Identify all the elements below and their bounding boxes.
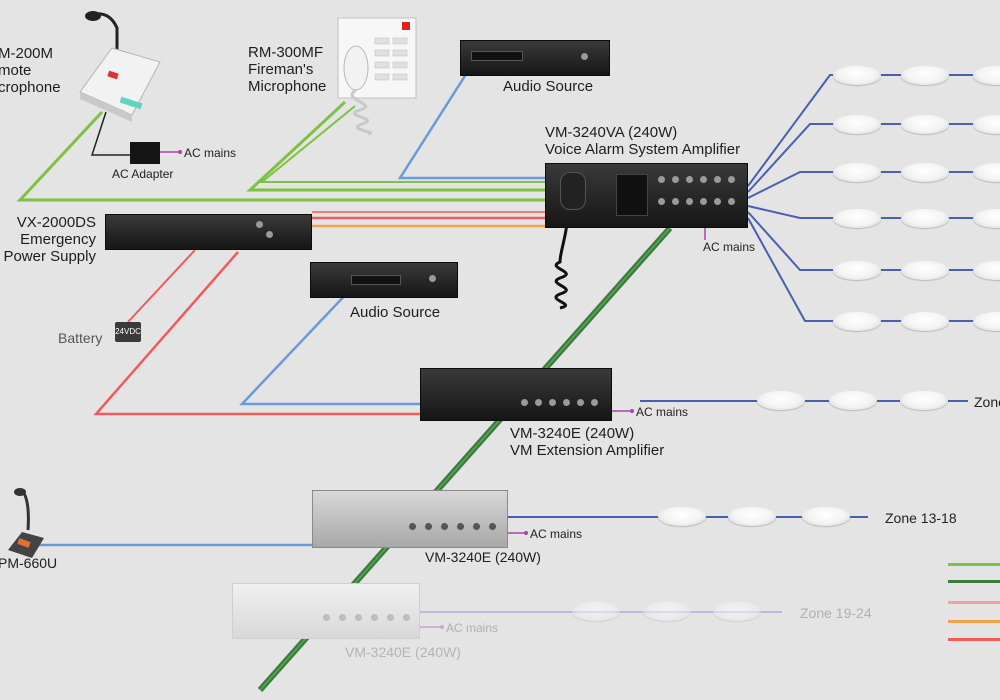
speaker-icon bbox=[901, 209, 949, 228]
psu-to-battery-line bbox=[127, 249, 196, 323]
speaker-icon bbox=[833, 209, 881, 228]
legend-pink-line bbox=[948, 601, 1000, 604]
speaker-icon bbox=[643, 602, 691, 621]
battery-label: Battery bbox=[58, 330, 103, 346]
speaker-icon bbox=[973, 312, 1000, 331]
speaker-icon bbox=[901, 66, 949, 85]
vx2000ds-power-supply bbox=[105, 214, 312, 250]
speaker-icon bbox=[829, 391, 877, 410]
speaker-icon bbox=[901, 115, 949, 134]
main-amp-speaker-fan bbox=[747, 74, 1000, 322]
vm3240e-extension-amplifier-1 bbox=[420, 368, 612, 421]
speaker-icon bbox=[833, 115, 881, 134]
speaker-icon bbox=[572, 602, 620, 621]
audio-source-top-line bbox=[397, 67, 545, 180]
vm3240e-extension-amplifier-2 bbox=[312, 490, 508, 548]
pm660u-label: PM-660U bbox=[0, 555, 58, 571]
main-amp-ac-mains-label: AC mains bbox=[703, 240, 756, 254]
legend-light-green-line bbox=[948, 563, 1000, 566]
audio-source-top-label: Audio Source bbox=[503, 78, 594, 95]
speaker-icon bbox=[833, 163, 881, 182]
vm3240va-main-amplifier bbox=[545, 163, 748, 228]
battery-icon: 24VDC bbox=[115, 322, 141, 342]
adapter-ac-mains-label: AC mains bbox=[184, 146, 237, 160]
zone-label-1: Zone bbox=[974, 394, 1000, 410]
vm3240e-2-label: VM-3240E (240W) bbox=[425, 549, 541, 565]
rm300mf-label: RM-300MF Fireman's Microphone bbox=[248, 44, 327, 95]
legend-orange-line bbox=[948, 620, 1000, 623]
main-amp-mic-cord bbox=[554, 204, 570, 310]
adapter-ac-dot bbox=[178, 150, 182, 154]
speaker-icon bbox=[833, 261, 881, 280]
adapter-cable bbox=[90, 111, 132, 156]
audio-source-mid-label: Audio Source bbox=[350, 304, 441, 321]
speaker-icon bbox=[973, 163, 1000, 182]
pm660u-microphone-icon bbox=[8, 488, 44, 558]
speaker-icon bbox=[833, 66, 881, 85]
speaker-icon bbox=[973, 115, 1000, 134]
vm3240va-label: VM-3240VA (240W) Voice Alarm System Ampl… bbox=[545, 124, 741, 158]
speaker-icon bbox=[658, 507, 706, 526]
vm3240e-1-label: VM-3240E (240W) VM Extension Amplifier bbox=[510, 425, 665, 459]
rm300mf-mic-line bbox=[246, 100, 545, 192]
audio-source-mid-line bbox=[239, 289, 420, 406]
ext3-ac-mains-label: AC mains bbox=[446, 621, 499, 635]
legend-red-line bbox=[948, 638, 1000, 641]
ext2-ac-dot bbox=[524, 531, 528, 535]
ac-adapter-label: AC Adapter bbox=[112, 167, 174, 181]
ext2-ac-mains-label: AC mains bbox=[530, 527, 583, 541]
rm200m-microphone-icon bbox=[79, 11, 161, 122]
ext3-ac-dot bbox=[440, 625, 444, 629]
rm300mf-microphone-icon bbox=[337, 17, 417, 136]
vm3240e-3-label: VM-3240E (240W) bbox=[345, 644, 461, 660]
ext1-ac-dot bbox=[630, 409, 634, 413]
legend-dark-green-line bbox=[948, 580, 1000, 583]
audio-source-top-unit bbox=[460, 40, 610, 76]
rm300mf-mic-line-2 bbox=[259, 105, 545, 183]
rm200m-mic-line bbox=[16, 110, 545, 202]
speaker-icon bbox=[973, 209, 1000, 228]
main-amp-microphone-icon bbox=[560, 172, 586, 210]
zone-label-3: Zone 19-24 bbox=[800, 605, 872, 621]
vx2000ds-label: VX-2000DS Emergency Power Supply bbox=[3, 214, 96, 265]
psu-to-ext-line bbox=[93, 251, 420, 416]
speaker-icon bbox=[901, 261, 949, 280]
vm3240e-extension-amplifier-3 bbox=[232, 583, 420, 639]
speaker-icon bbox=[713, 602, 761, 621]
zone-label-2: Zone 13-18 bbox=[885, 510, 957, 526]
speaker-icon bbox=[833, 312, 881, 331]
speaker-icon bbox=[728, 507, 776, 526]
rm200m-label: M-200M mote crophone bbox=[0, 45, 61, 96]
speaker-icon bbox=[900, 391, 948, 410]
speaker-icon bbox=[802, 507, 850, 526]
ac-adapter-icon bbox=[130, 142, 160, 164]
speaker-icon bbox=[901, 163, 949, 182]
speaker-icon bbox=[973, 261, 1000, 280]
speaker-icon bbox=[757, 391, 805, 410]
audio-source-mid-unit bbox=[310, 262, 458, 298]
ext1-ac-mains-label: AC mains bbox=[636, 405, 689, 419]
speaker-icon bbox=[901, 312, 949, 331]
speaker-icon bbox=[973, 66, 1000, 85]
